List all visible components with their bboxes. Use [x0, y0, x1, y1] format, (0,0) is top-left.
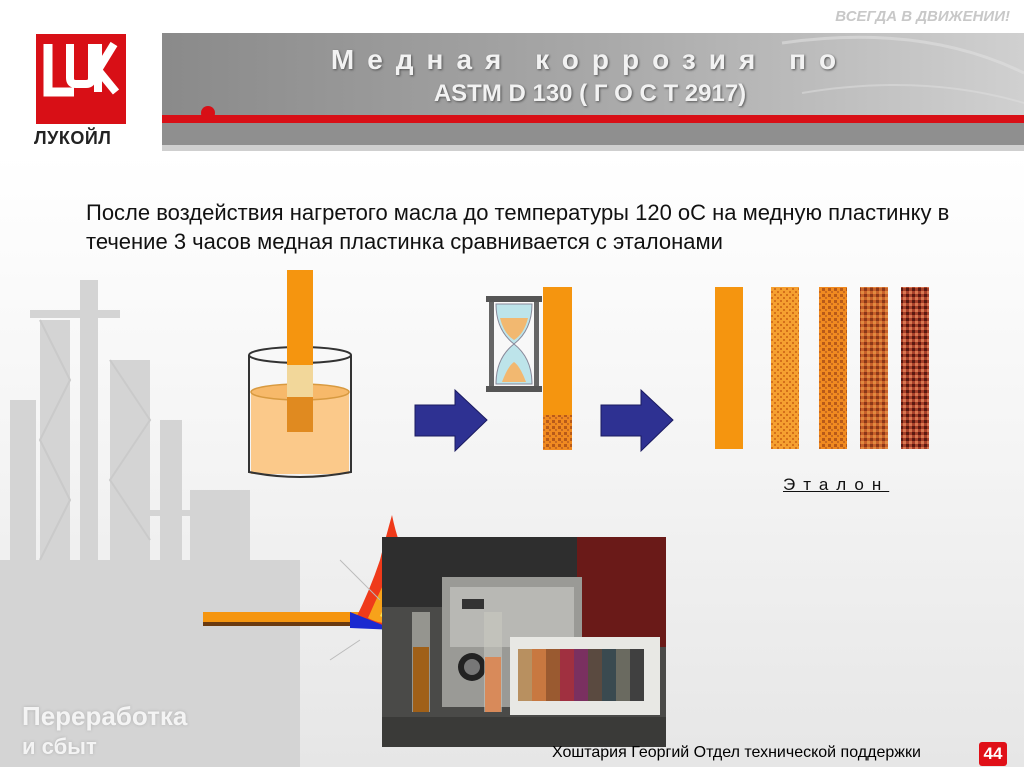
- page-number: 44: [979, 742, 1007, 766]
- reference-strip-1: [715, 287, 743, 449]
- arrow-right-icon: [600, 388, 674, 453]
- copper-strip-after-test: [543, 287, 572, 450]
- hourglass-icon: [486, 296, 542, 392]
- body-paragraph: После воздействия нагретого масла до тем…: [86, 200, 950, 254]
- header-banner: [162, 33, 1024, 151]
- reference-label: Эталон: [783, 475, 890, 494]
- lab-equipment-photo: [382, 537, 666, 747]
- reference-strip-4: [860, 287, 888, 449]
- division-name-line-2: и сбыт: [22, 734, 97, 759]
- company-motto: ВСЕГДА В ДВИЖЕНИИ!: [835, 8, 1010, 25]
- lab-photo-image: [382, 537, 666, 747]
- arrow-right-icon: [414, 388, 488, 453]
- reference-strips: [715, 287, 929, 449]
- division-name-line-1: Переработка: [22, 701, 188, 731]
- footer-author: Хоштария Георгий Отдел технической подде…: [552, 744, 921, 761]
- copper-strip-in-oil: [287, 270, 313, 432]
- reference-strip-2: [771, 287, 799, 449]
- reference-strip-3: [819, 287, 847, 449]
- lukoil-logo: [36, 34, 126, 124]
- company-name: ЛУКОЙЛ: [34, 128, 112, 148]
- refinery-silhouette-image: [0, 280, 300, 767]
- slide-title-line-1: Медная коррозия по: [330, 44, 850, 75]
- slide-title-line-2: ASTM D 130 ( Г О С Т 2917): [433, 80, 747, 107]
- reference-strip-5: [901, 287, 929, 449]
- lukoil-logo-mark-icon: [43, 41, 120, 114]
